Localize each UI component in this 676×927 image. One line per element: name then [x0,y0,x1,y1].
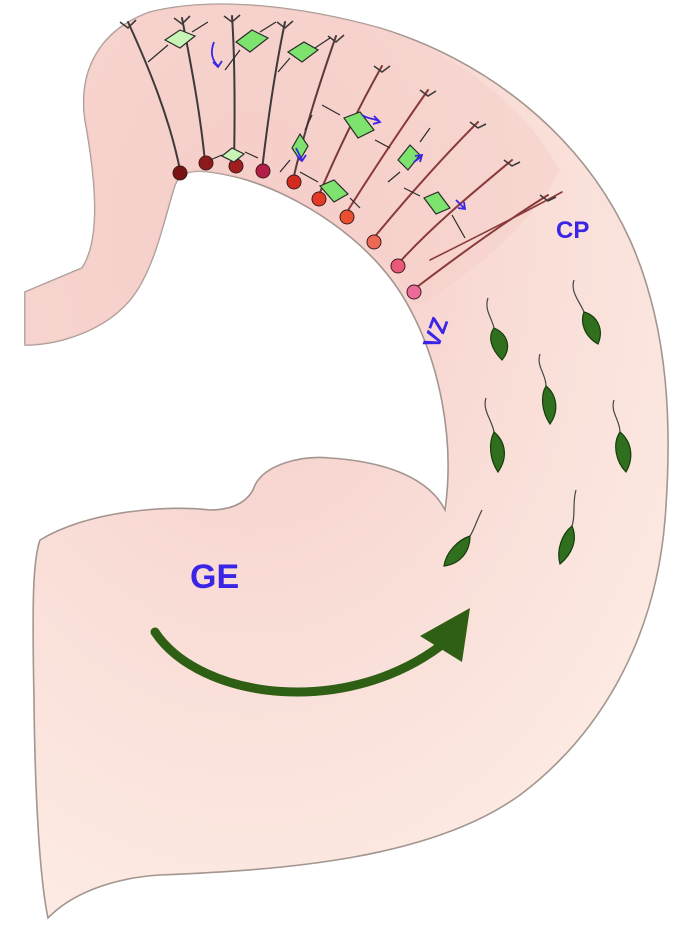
radial-glia-cell-icon [340,210,354,224]
ge-label: GE [190,558,239,596]
radial-glia-cell-icon [391,259,405,273]
radial-glia-cell-icon [407,285,421,299]
cp-label: CP [556,217,589,244]
radial-glia-cell-icon [287,175,301,189]
radial-glia-cell-icon [312,192,326,206]
radial-glia-cell-icon [173,166,187,180]
radial-glia-cell-icon [199,156,213,170]
radial-glia-cell-icon [367,235,381,249]
radial-glia-cell-icon [256,164,270,178]
